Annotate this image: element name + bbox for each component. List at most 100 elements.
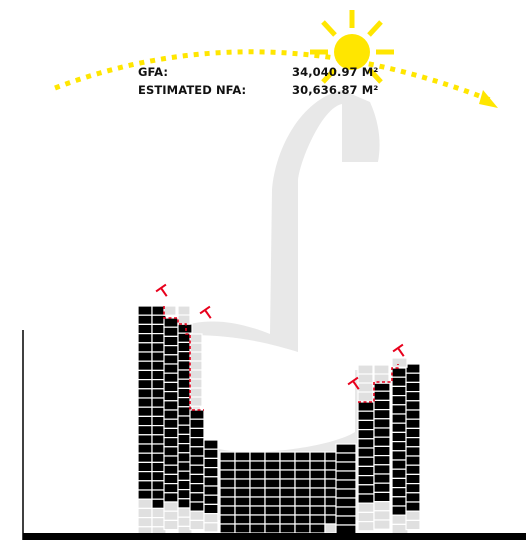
floor-block — [137, 425, 153, 436]
floor-block — [203, 522, 219, 533]
floor-block — [405, 473, 421, 485]
floor-block — [335, 479, 357, 490]
floor-block — [335, 524, 357, 535]
floor-block — [163, 409, 179, 420]
floor-block — [294, 505, 311, 516]
floor-block — [163, 455, 179, 466]
floor-block — [279, 478, 296, 489]
floor-block — [309, 460, 326, 471]
hammer-marker-icon — [347, 376, 360, 390]
floor-block — [264, 514, 281, 525]
floor-block — [137, 351, 153, 362]
sun-icon — [310, 10, 394, 84]
floor-block — [137, 443, 153, 454]
floor-block — [203, 503, 219, 515]
sun-path-arc — [54, 49, 491, 103]
floor-block — [137, 480, 153, 491]
floor-block — [234, 487, 251, 498]
floor-block — [405, 400, 421, 411]
floor-block — [234, 451, 251, 462]
floor-block — [264, 523, 281, 534]
floor-block — [189, 333, 203, 344]
floor-block — [373, 418, 391, 429]
floor-block — [189, 360, 203, 371]
floor-block — [189, 418, 205, 430]
floor-block — [203, 494, 219, 506]
floor-block — [405, 464, 421, 476]
floor-block — [203, 439, 219, 450]
floor-block — [203, 467, 219, 478]
floor-block — [163, 437, 179, 448]
floor-block — [137, 314, 153, 326]
floor-block — [357, 401, 375, 412]
floor-block — [335, 515, 357, 526]
floor-block — [373, 409, 391, 420]
floor-block — [309, 478, 326, 489]
floor-block — [163, 501, 179, 512]
floor-block — [163, 354, 179, 365]
floor-block — [357, 465, 375, 477]
floor-block — [137, 516, 153, 528]
floor-block — [163, 326, 179, 338]
floor-block — [234, 505, 251, 516]
floor-block — [189, 396, 203, 407]
floor-block — [264, 469, 281, 480]
floor-block — [405, 427, 421, 439]
floor-block — [189, 510, 205, 522]
floor-block — [137, 323, 153, 335]
floor-block — [279, 496, 296, 507]
floor-block — [335, 452, 357, 463]
floor-block — [249, 514, 266, 525]
floor-block — [189, 342, 203, 353]
floor-block — [219, 487, 236, 498]
floor-block — [137, 397, 153, 408]
floor-block — [249, 505, 266, 516]
floor-block — [279, 451, 296, 462]
floor-block — [249, 451, 266, 462]
floor-block — [137, 507, 153, 519]
floor-block — [163, 464, 179, 476]
floor-block — [189, 473, 205, 485]
floor-block — [137, 415, 153, 427]
floor-block — [219, 523, 236, 534]
floor-block — [405, 455, 421, 466]
floor-block — [234, 460, 251, 471]
floor-block — [189, 351, 203, 362]
floor-block — [189, 464, 205, 476]
floor-block — [405, 510, 421, 522]
floor-block — [163, 473, 179, 485]
nfa-row: ESTIMATED NFA: 30,636.87 M² — [138, 81, 396, 99]
ground-line — [23, 533, 526, 540]
floor-block — [163, 446, 179, 457]
floor-block — [234, 523, 251, 534]
floor-block — [357, 382, 374, 393]
floor-block — [335, 461, 357, 472]
floor-block — [163, 317, 179, 328]
floor-block — [189, 378, 203, 389]
floor-block — [219, 514, 236, 525]
floor-block — [357, 502, 375, 514]
floor-block — [137, 406, 153, 418]
floor-block — [279, 523, 296, 534]
floor-block — [357, 419, 375, 431]
floor-block — [279, 460, 296, 471]
floor-block — [137, 471, 153, 482]
dashed-outline-left — [163, 306, 204, 411]
floor-block — [163, 400, 179, 411]
floor-block — [249, 523, 266, 534]
floor-block — [335, 497, 357, 508]
floor-block — [373, 482, 391, 494]
nfa-value: 30,636.87 M² — [292, 83, 379, 97]
floor-block — [234, 496, 251, 507]
floor-block — [137, 333, 153, 344]
floor-block — [189, 387, 203, 398]
floor-block — [309, 487, 326, 498]
tower-silhouette — [170, 90, 380, 520]
floor-block — [405, 363, 421, 374]
floor-block — [219, 478, 236, 489]
floor-block — [264, 496, 281, 507]
floor-block — [335, 470, 357, 481]
floor-block — [357, 520, 375, 532]
floor-block — [405, 437, 421, 448]
floor-block — [264, 460, 281, 471]
